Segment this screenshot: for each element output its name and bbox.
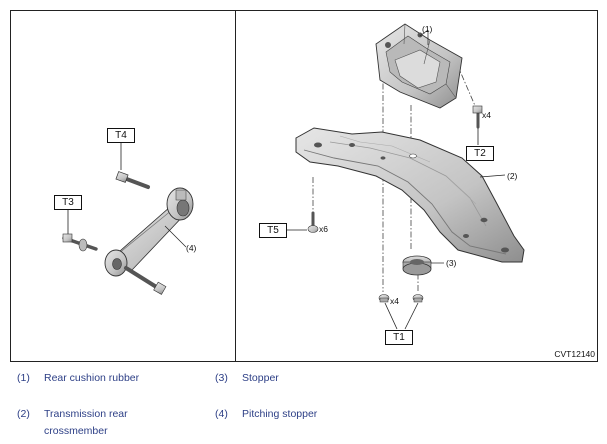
quantity-t1: x4	[390, 296, 399, 306]
callout-2: (2)	[507, 171, 518, 181]
tag-t5: T5	[259, 223, 287, 238]
tag-t3: T3	[54, 195, 82, 210]
legend-label: Stopper	[242, 372, 279, 384]
callout-3: (3)	[446, 258, 457, 268]
callout-1: (1)	[422, 24, 433, 34]
crossmember-bolt-t5	[287, 211, 319, 233]
pitching-stopper-bolt-upper	[115, 171, 150, 189]
quantity-t2: x4	[482, 110, 491, 120]
diagram-frame	[10, 10, 598, 362]
legend-label: Rear cushion rubber	[44, 372, 140, 384]
callout-4: (4)	[186, 243, 197, 253]
legend: (1) Rear cushion rubber (2) Transmission…	[0, 370, 607, 444]
panel-divider	[235, 11, 236, 361]
legend-num: (4)	[215, 408, 228, 420]
pitching-stopper	[62, 143, 194, 295]
stopper	[402, 255, 444, 276]
quantity-t5: x6	[319, 224, 328, 234]
legend-label: Transmission rear crossmember	[44, 408, 128, 437]
tag-t1: T1	[385, 330, 413, 345]
legend-num: (1)	[17, 372, 30, 384]
tag-t4: T4	[107, 128, 135, 143]
figure-code: CVT12140	[554, 349, 595, 359]
legend-num: (3)	[215, 372, 228, 384]
transmission-rear-crossmember	[295, 127, 525, 263]
stopper-nuts-t1	[378, 294, 424, 330]
legend-label: Pitching stopper	[242, 408, 318, 420]
rear-cushion-rubber	[375, 23, 463, 109]
tag-t2: T2	[466, 146, 494, 161]
legend-num: (2)	[17, 408, 30, 420]
cushion-bolt-t2	[472, 105, 483, 145]
